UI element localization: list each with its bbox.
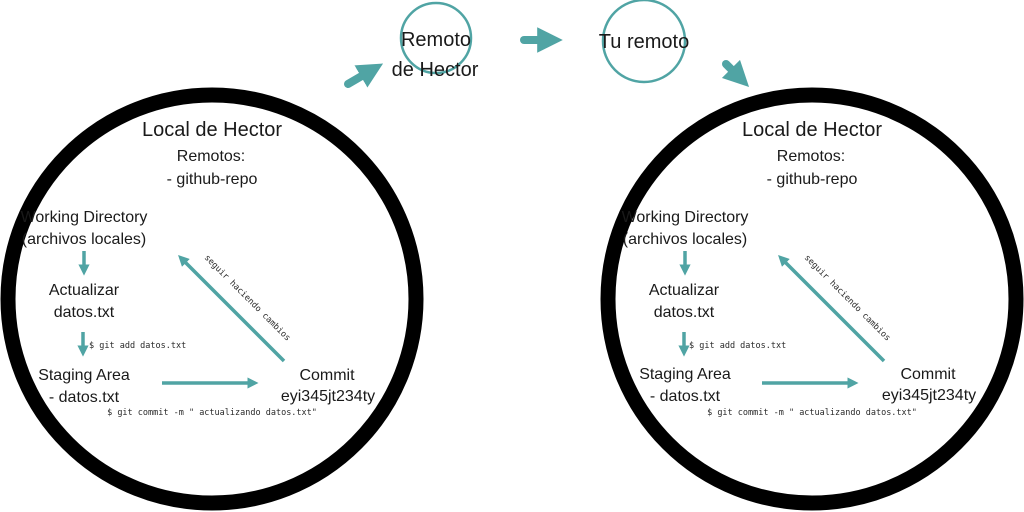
update-label-line1: Actualizar bbox=[649, 282, 720, 299]
push-arrow-icon bbox=[344, 63, 384, 88]
update-label-line2: datos.txt bbox=[654, 304, 715, 321]
working-dir-label-line1: Working Directory bbox=[21, 209, 148, 226]
add-command: $ git add datos.txt bbox=[89, 341, 186, 351]
working-dir-label-line2: (archivos locales) bbox=[623, 231, 747, 248]
update-label-line2: datos.txt bbox=[54, 304, 115, 321]
commit-label-line1: Commit bbox=[299, 367, 355, 384]
staging-label-line1: Staging Area bbox=[38, 367, 130, 384]
add-command: $ git add datos.txt bbox=[689, 341, 786, 351]
your-remote-label: Tu remoto bbox=[599, 31, 689, 53]
your-remote-node: Tu remoto bbox=[599, 0, 689, 84]
hector-remote-node: Remoto de Hector bbox=[392, 1, 479, 81]
local-repo-circle bbox=[0, 87, 424, 511]
hector-remote-label-line2: de Hector bbox=[392, 59, 479, 81]
loop-back-arrow-icon bbox=[178, 255, 286, 363]
hector-remote-label-line1: Remoto bbox=[401, 29, 471, 51]
loop-back-arrow-icon bbox=[778, 255, 886, 363]
commit-command: $ git commit -m " actualizando datos.txt… bbox=[707, 408, 917, 418]
staging-label-line1: Staging Area bbox=[639, 366, 731, 383]
local-repo-title: Local de Hector bbox=[142, 119, 282, 141]
your-remote-circle bbox=[601, 0, 687, 84]
local-repo-right: Local de Hector Remotos: - github-repo W… bbox=[600, 87, 1024, 511]
remotes-label: Remotos: bbox=[177, 148, 245, 165]
commit-hash: eyi345jt234ty bbox=[882, 387, 976, 404]
hector-remote-circle bbox=[399, 1, 473, 75]
working-dir-label-line2: (archivos locales) bbox=[22, 231, 146, 248]
working-dir-label-line1: Working Directory bbox=[622, 209, 749, 226]
staging-label-line2: - datos.txt bbox=[650, 388, 721, 405]
update-label-line1: Actualizar bbox=[49, 282, 120, 299]
loop-label: seguir haciendo cambios bbox=[202, 253, 292, 343]
clone-arrow-icon bbox=[721, 59, 750, 88]
remotes-item: - github-repo bbox=[167, 171, 258, 188]
commit-hash: eyi345jt234ty bbox=[281, 388, 375, 405]
remotes-label: Remotos: bbox=[777, 148, 845, 165]
local-repo-title: Local de Hector bbox=[742, 119, 882, 141]
commit-command: $ git commit -m " actualizando datos.txt… bbox=[107, 408, 317, 418]
local-repo-circle bbox=[600, 87, 1024, 511]
staging-label-line2: - datos.txt bbox=[49, 389, 120, 406]
loop-label: seguir haciendo cambios bbox=[802, 253, 892, 343]
commit-label-line1: Commit bbox=[900, 366, 956, 383]
remotes-item: - github-repo bbox=[767, 171, 858, 188]
local-repo-left: Local de Hector Remotos: - github-repo W… bbox=[0, 87, 424, 511]
